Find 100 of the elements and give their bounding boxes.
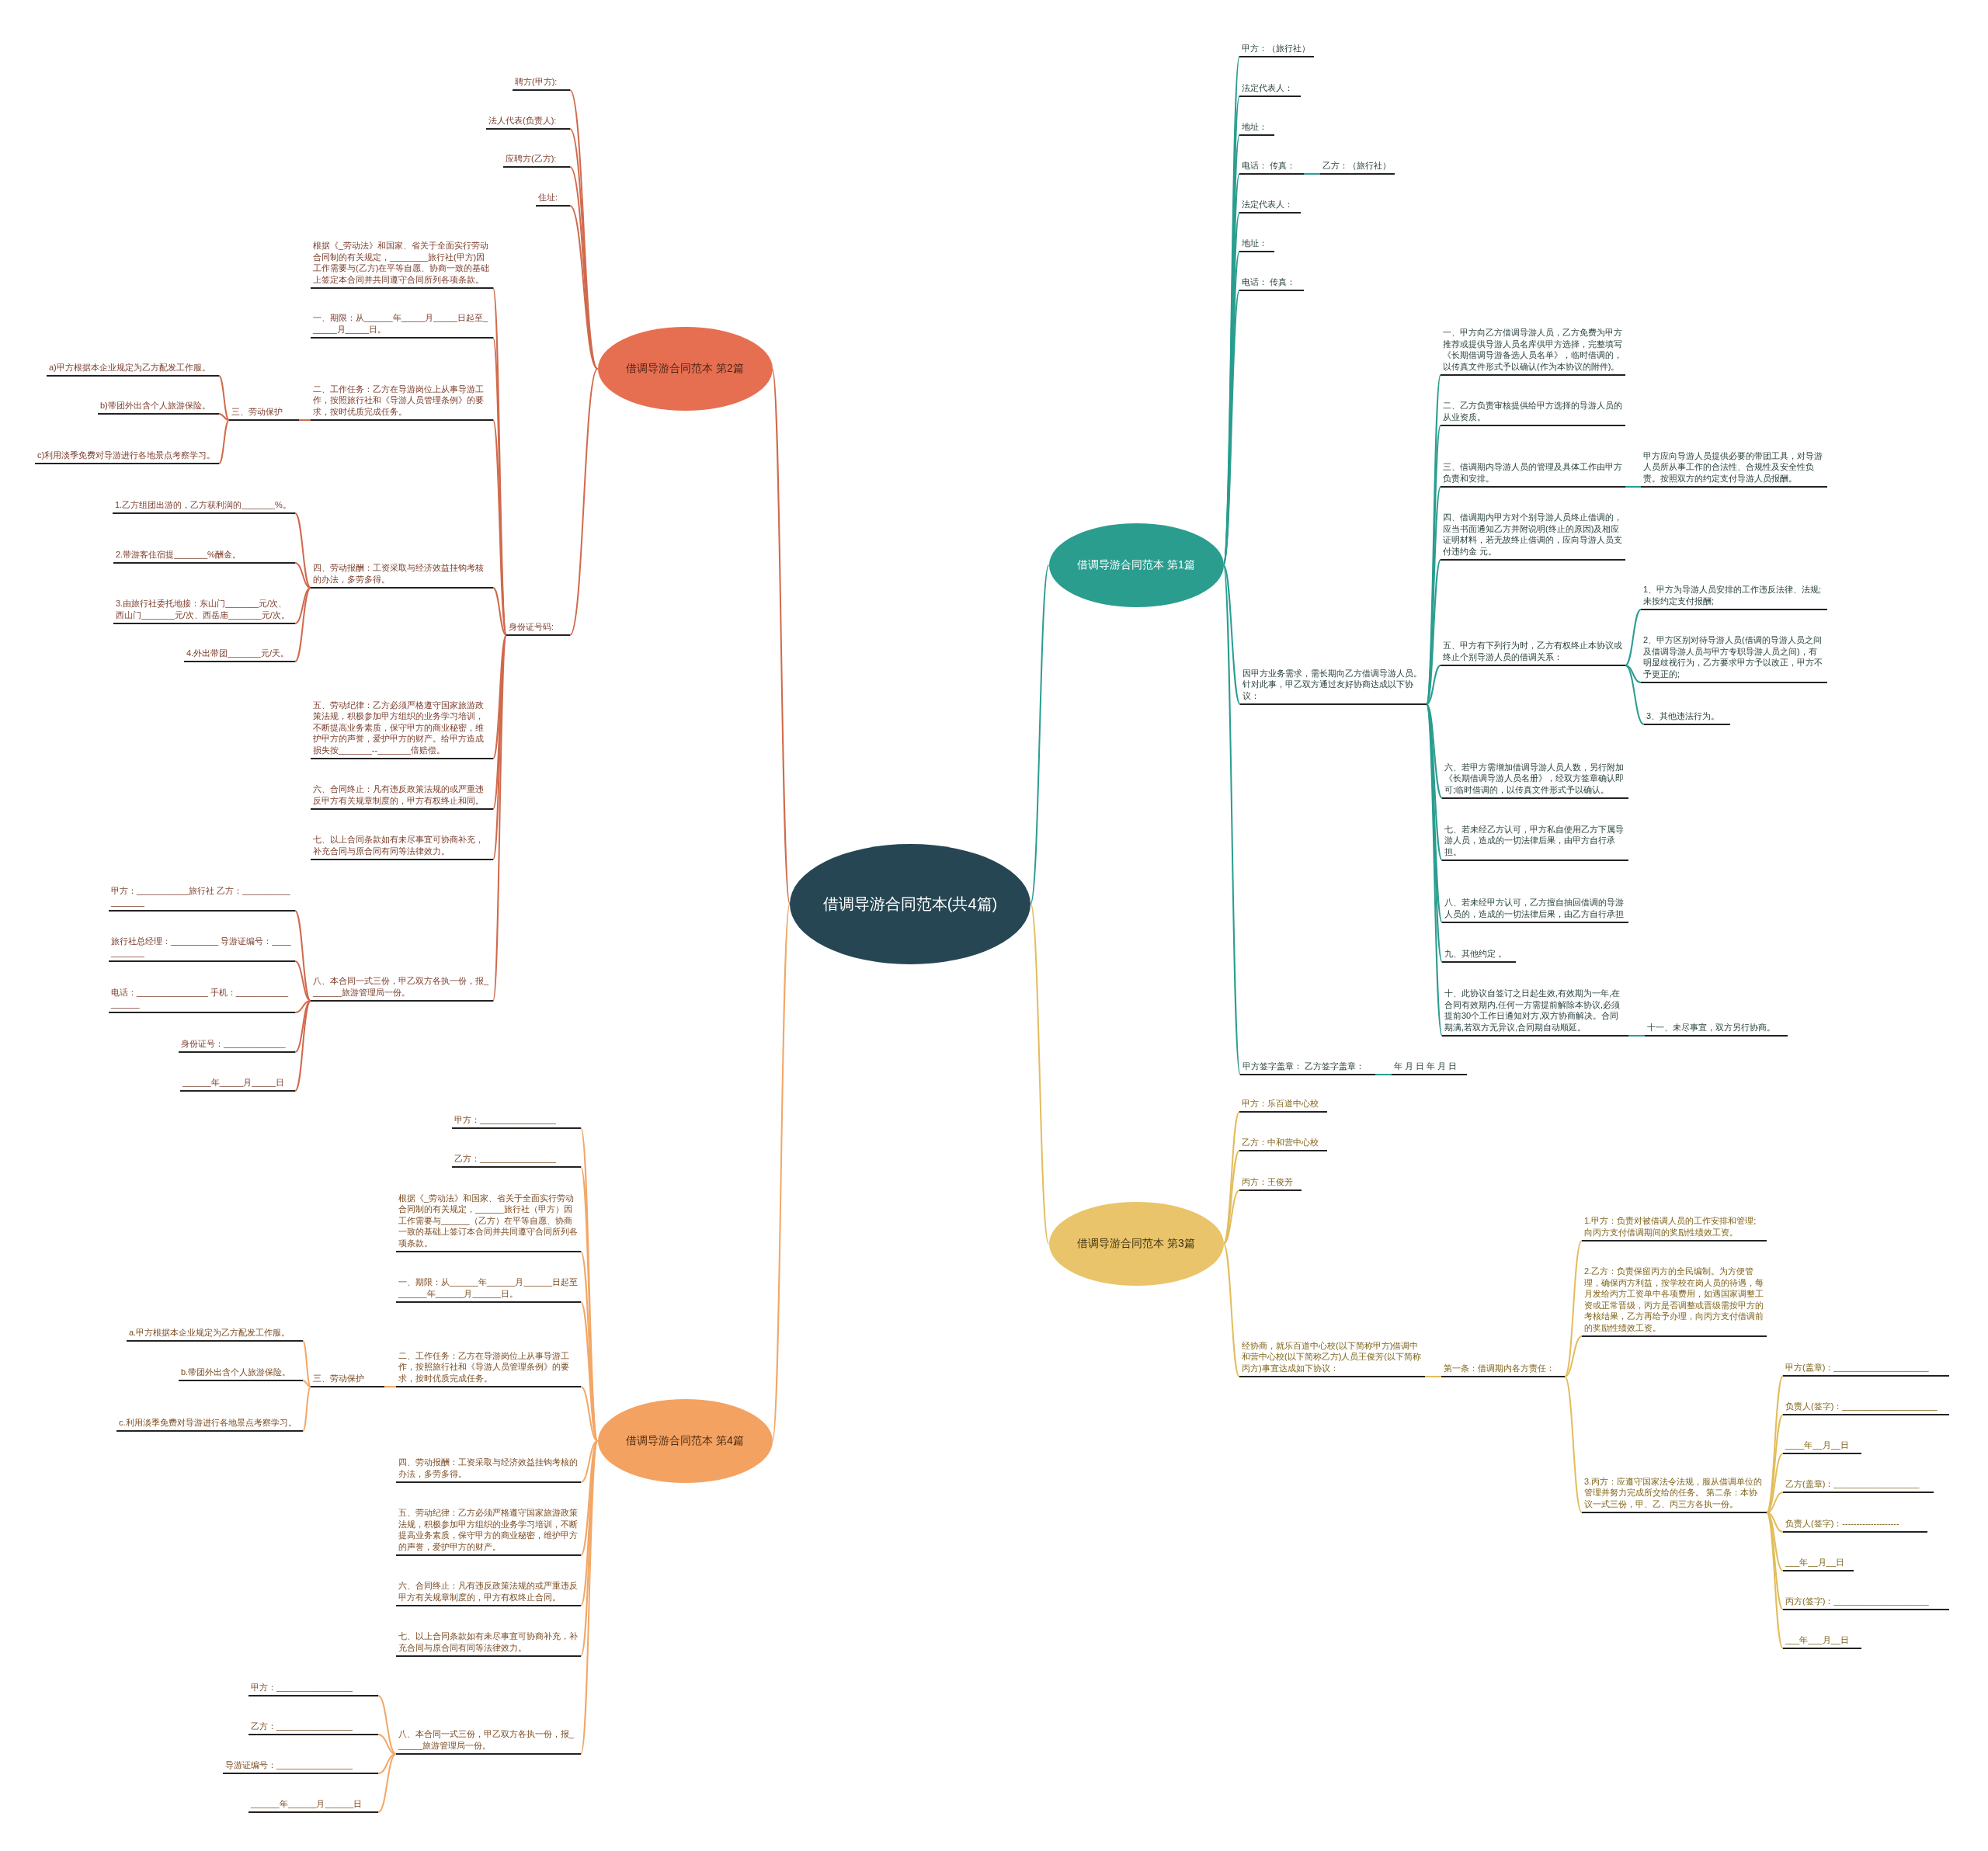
connector-line bbox=[1564, 1240, 1583, 1377]
topic-label: 甲方：（旅行社） bbox=[1239, 42, 1314, 57]
topic-label: 3.由旅行社委托地接：东山门_______元/次、西山门_______元/次、西岳庙_______元/次。 bbox=[113, 598, 295, 624]
topic-label: 旅行社总经理：__________ 导游证编号：___________ bbox=[109, 936, 295, 962]
connector-line bbox=[1625, 665, 1642, 683]
topic-label: b.带团外出含个人旅游保险。 bbox=[179, 1366, 303, 1381]
topic-label: 乙方：（旅行社） bbox=[1320, 159, 1395, 175]
topic-label: 四、劳动报酬：工资采取与经济效益挂钩考核的办法，多劳多得。 bbox=[396, 1457, 581, 1483]
topic-label: 丙方(签字)：____________________ bbox=[1783, 1595, 1949, 1610]
topic-label: a)甲方根据本企业规定为乙方配发工作服。 bbox=[47, 361, 219, 377]
topic-label: 应聘方(乙方): bbox=[503, 152, 570, 168]
topic-label: 一、期限：从______年______月______日起至______年______月______日。 bbox=[396, 1276, 581, 1303]
connector-line bbox=[302, 1386, 311, 1432]
topic-label: ______年_____月_____日 bbox=[180, 1076, 295, 1092]
topic-label: ______年______月______日 bbox=[248, 1797, 378, 1813]
connector-line bbox=[302, 1340, 311, 1387]
connector-line bbox=[771, 903, 791, 1442]
topic-label: 聘方(甲方): bbox=[513, 75, 570, 91]
connector-line bbox=[1766, 1512, 1784, 1649]
topic-label: 因甲方业务需求，需长期向乙方借调导游人员。针对此事，甲乙双方通过友好协商达成以下协议： bbox=[1240, 667, 1427, 705]
connector-line bbox=[294, 1000, 311, 1013]
topic-label: 乙方：________________ bbox=[248, 1720, 378, 1735]
topic-label: 三、劳动保护 bbox=[311, 1372, 384, 1387]
topic-label: 十一、未尽事宜，双方另行协商。 bbox=[1645, 1021, 1788, 1037]
connector-line bbox=[294, 512, 311, 589]
connector-line bbox=[294, 587, 311, 662]
connector-line bbox=[377, 1753, 397, 1774]
topic-label: 根据《_劳动法》和国家、省关于全面实行劳动合同制的有关规定，________旅行社(甲方)因工作需要与(乙方)在平等自愿、协商一致的基础上签定本合同并共同遵守合同所列各项条款。 bbox=[311, 240, 493, 289]
topic-label: 法定代表人： bbox=[1239, 82, 1301, 97]
topic-label: 地址： bbox=[1239, 120, 1274, 136]
topic-label: 负责人(签字)：-------------------- bbox=[1783, 1517, 1927, 1533]
connector-line bbox=[1222, 1150, 1240, 1245]
branch-topic-ellipse: 借调导游合同范本 第3篇 bbox=[1048, 1202, 1224, 1286]
connector-line bbox=[492, 634, 507, 860]
topic-label: 2.乙方：负责保留丙方的全民编制。为方便管理，确保丙方利益，按学校在岗人员的待遇，每月发给丙方工资单中各项费用，如遇国家调整工资或正常晋级，丙方是否调整或晋级需按甲方的考核结果，乙方再给予办理，向丙方支付借调前的奖励性绩效工资。 bbox=[1582, 1266, 1767, 1337]
topic-label: 乙方：________________ bbox=[452, 1152, 581, 1168]
topic-label: 八、本合同一式三份，甲乙双方各执一份，报______旅游管理局一份。 bbox=[396, 1728, 581, 1755]
topic-label: 五、甲方有下列行为时，乙方有权终止本协议或终止个别导游人员的借调关系： bbox=[1441, 640, 1625, 666]
topic-label: 甲方(盖章)：____________________ bbox=[1783, 1361, 1949, 1377]
connector-line bbox=[1625, 665, 1645, 725]
connector-line bbox=[1426, 665, 1441, 705]
connector-line bbox=[1426, 559, 1441, 705]
topic-label: 七、以上合同条款如有未尽事宜可协商补充，补充合同与原合同有同等法律效力。 bbox=[311, 834, 493, 860]
connector-line bbox=[1426, 703, 1443, 799]
connector-line bbox=[1625, 609, 1642, 666]
central-topic-ellipse: 借调导游合同范本(共4篇) bbox=[790, 843, 1030, 964]
connector-line bbox=[1303, 173, 1321, 175]
connector-line bbox=[294, 562, 311, 589]
topic-label: 甲方签字盖章： 乙方签字盖章： bbox=[1240, 1060, 1375, 1075]
topic-label: 第一条：借调期内各方责任： bbox=[1441, 1362, 1565, 1377]
connector-line bbox=[298, 419, 311, 421]
connector-line bbox=[1375, 1074, 1392, 1075]
topic-label: 六、合同终止：凡有违反政策法规的或严重违反甲方有关规章制度的，甲方有权终止和同。 bbox=[311, 783, 493, 810]
connector-line bbox=[384, 1386, 397, 1387]
connector-line bbox=[1766, 1492, 1784, 1513]
topic-label: 三、劳动保护 bbox=[229, 405, 299, 421]
topic-label: 二、工作任务：乙方在导游岗位上从事导游工作，按照旅行社和《导游人员管理条例》的要求，按时优质完成任务。 bbox=[311, 383, 493, 421]
topic-label: 六、若甲方需增加借调导游人员人数，另行附加《长期借调导游人员名册》，经双方签章确认即可;临时借调的，以传真文件形式予以确认。 bbox=[1442, 761, 1628, 799]
topic-label: 导游证编号：________________ bbox=[223, 1759, 378, 1774]
connector-line bbox=[1222, 564, 1241, 705]
connector-line bbox=[1766, 1414, 1784, 1513]
topic-label: a.甲方根据本企业规定为乙方配发工作服。 bbox=[127, 1326, 303, 1342]
connector-line bbox=[1766, 1453, 1784, 1513]
connector-line bbox=[492, 634, 507, 759]
topic-label: ___年___月__日 bbox=[1783, 1634, 1861, 1649]
topic-label: ___年__月__日 bbox=[1783, 1556, 1854, 1571]
topic-label: 七、以上合同条款如有未尽事宜可协商补充，补充合同与原合同有同等法律效力。 bbox=[396, 1630, 581, 1657]
topic-label: 六、合同终止：凡有违反政策法规的或严重违反甲方有关规章制度的，甲方有权终止合同。 bbox=[396, 1580, 581, 1606]
connector-line bbox=[1030, 903, 1050, 1245]
topic-label: 根据《_劳动法》和国家、省关于全面实行劳动合同制的有关规定，______旅行社（甲方）因工作需要与______（乙方）在平等自愿、协商一致的基础上签订本合同并共同遵守合同所列各项条款。 bbox=[396, 1192, 581, 1252]
topic-label: 五、劳动纪律：乙方必须严格遵守国家旅游政策法规，积极参加甲方组织的业务学习培训，不断提高业务素质，保守甲方的商业秘密，维护甲方的声誉，爱护甲方的财产。给甲方造成损失按_______--_______倍赔偿。 bbox=[311, 699, 493, 759]
connector-line bbox=[580, 1386, 599, 1442]
topic-label: 3.丙方：应遵守国家法令法规，服从借调单位的管理并努力完成所交给的任务。 第二条：本协议一式三份，甲、乙、丙三方各执一份。 bbox=[1582, 1475, 1767, 1513]
topic-label: 一、期限：从______年_____月_____日起至______月_____日。 bbox=[311, 312, 493, 339]
topic-label: 负责人(签字)：____________________ bbox=[1783, 1400, 1949, 1415]
connector-line bbox=[377, 1695, 397, 1755]
topic-label: 1、甲方为导游人员安排的工作违反法律、法规;未按约定支付报酬; bbox=[1641, 584, 1827, 610]
connector-line bbox=[1424, 1376, 1442, 1377]
connector-line bbox=[1426, 703, 1443, 861]
topic-label: 经协商，就乐百道中心校(以下简称甲方)借调中和营中心校(以下简称乙方)人员王俊芳(以下简称丙方)事宜达成如下协议： bbox=[1239, 1339, 1425, 1377]
topic-label: 法人代表(负责人): bbox=[486, 114, 570, 130]
topic-label: 电话：_______________ 手机：_________________ bbox=[109, 987, 295, 1013]
topic-label: b)带团外出含个人旅游保险。 bbox=[98, 399, 219, 415]
topic-label: 三、借调期内导游人员的管理及具体工作由甲方负责和安排。 bbox=[1441, 461, 1625, 488]
connector-line bbox=[377, 1734, 397, 1755]
branch-topic-ellipse: 借调导游合同范本 第4篇 bbox=[597, 1399, 773, 1483]
connector-line bbox=[218, 419, 230, 464]
topic-label: 甲方：________________ bbox=[452, 1113, 581, 1129]
topic-label: 法定代表人： bbox=[1239, 198, 1301, 214]
connector-line bbox=[1564, 1335, 1583, 1377]
topic-label: 甲方：___________旅行社 乙方：_________________ bbox=[109, 885, 295, 912]
topic-label: 甲方：________________ bbox=[248, 1681, 378, 1696]
topic-label: 七、若未经乙方认可，甲方私自使用乙方下属导游人员，造成的一切法律后果，由甲方自行承担。 bbox=[1442, 823, 1628, 861]
connector-line bbox=[294, 1000, 311, 1053]
topic-label: 电话： 传真： bbox=[1239, 159, 1304, 175]
topic-label: c)利用淡季免费对导游进行各地景点考察学习。 bbox=[35, 449, 219, 464]
topic-label: 八、本合同一式三份，甲乙双方各执一份，报_______旅游管理局一份。 bbox=[311, 975, 493, 1002]
connector-line bbox=[569, 368, 599, 636]
connector-line bbox=[569, 166, 599, 370]
connector-line bbox=[1766, 1512, 1784, 1610]
